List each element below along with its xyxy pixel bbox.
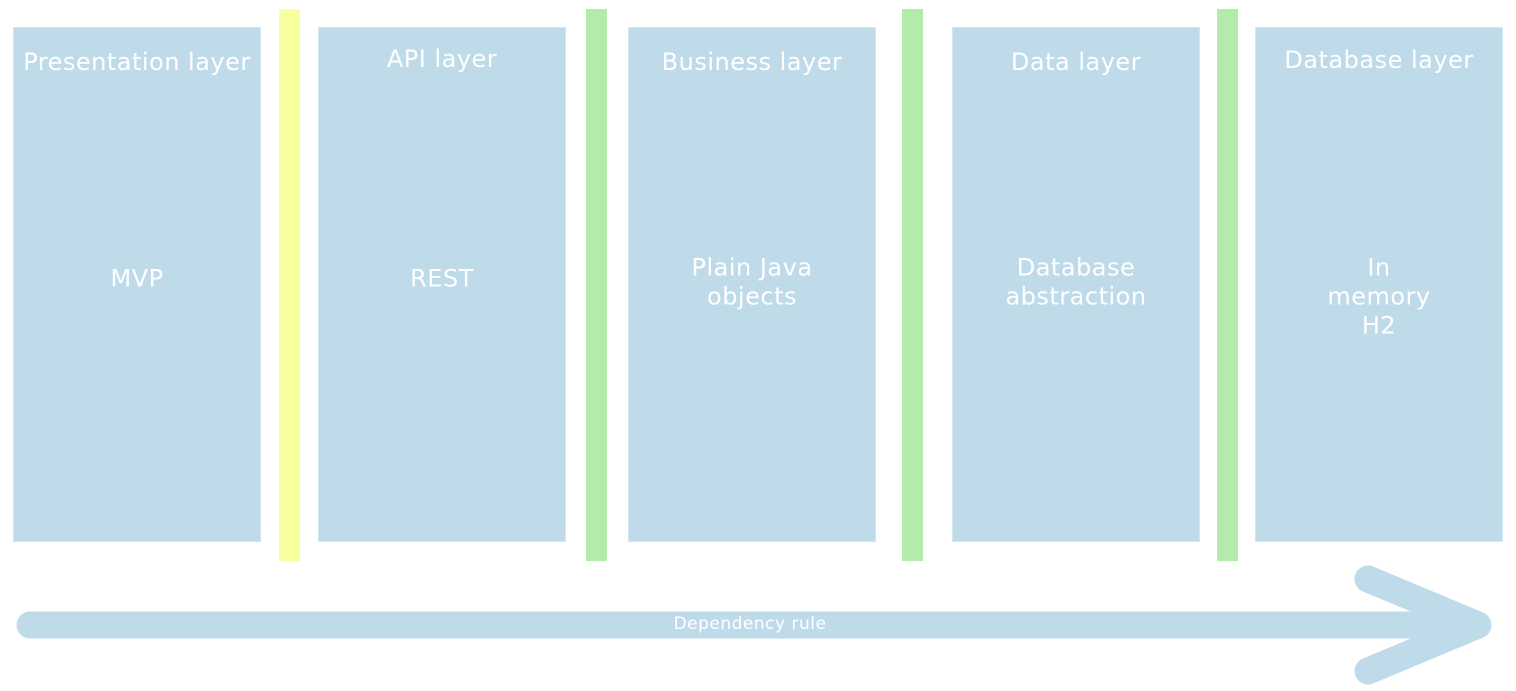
arrow-head (1354, 565, 1492, 685)
layer-box-presentation: Presentation layer MVP (13, 27, 261, 542)
boundary-divider (586, 9, 607, 561)
layer-box-api: API layer REST (318, 27, 566, 542)
layer-title: Data layer (1010, 48, 1142, 76)
layer-title: API layer (386, 45, 498, 73)
layer-body: MVP (110, 264, 164, 293)
arrow-label: Dependency rule (673, 614, 827, 634)
layer-box-data: Data layer Database abstraction (952, 27, 1200, 542)
layer-title: Database layer (1284, 46, 1474, 74)
boundary-divider (902, 9, 923, 561)
dependency-arrow (16, 565, 1492, 685)
boundary-divider (279, 9, 300, 561)
layer-title: Presentation layer (23, 48, 251, 76)
layer-title: Business layer (661, 48, 843, 76)
layer-body: Plain Java objects (691, 253, 813, 311)
layer-box-business: Business layer Plain Java objects (628, 27, 876, 542)
boundary-divider (1217, 9, 1238, 561)
layer-body: REST (410, 264, 474, 293)
layer-body: In memory H2 (1327, 253, 1431, 340)
layer-body: Database abstraction (1005, 253, 1147, 311)
layer-box-database: Database layer In memory H2 (1255, 27, 1503, 542)
